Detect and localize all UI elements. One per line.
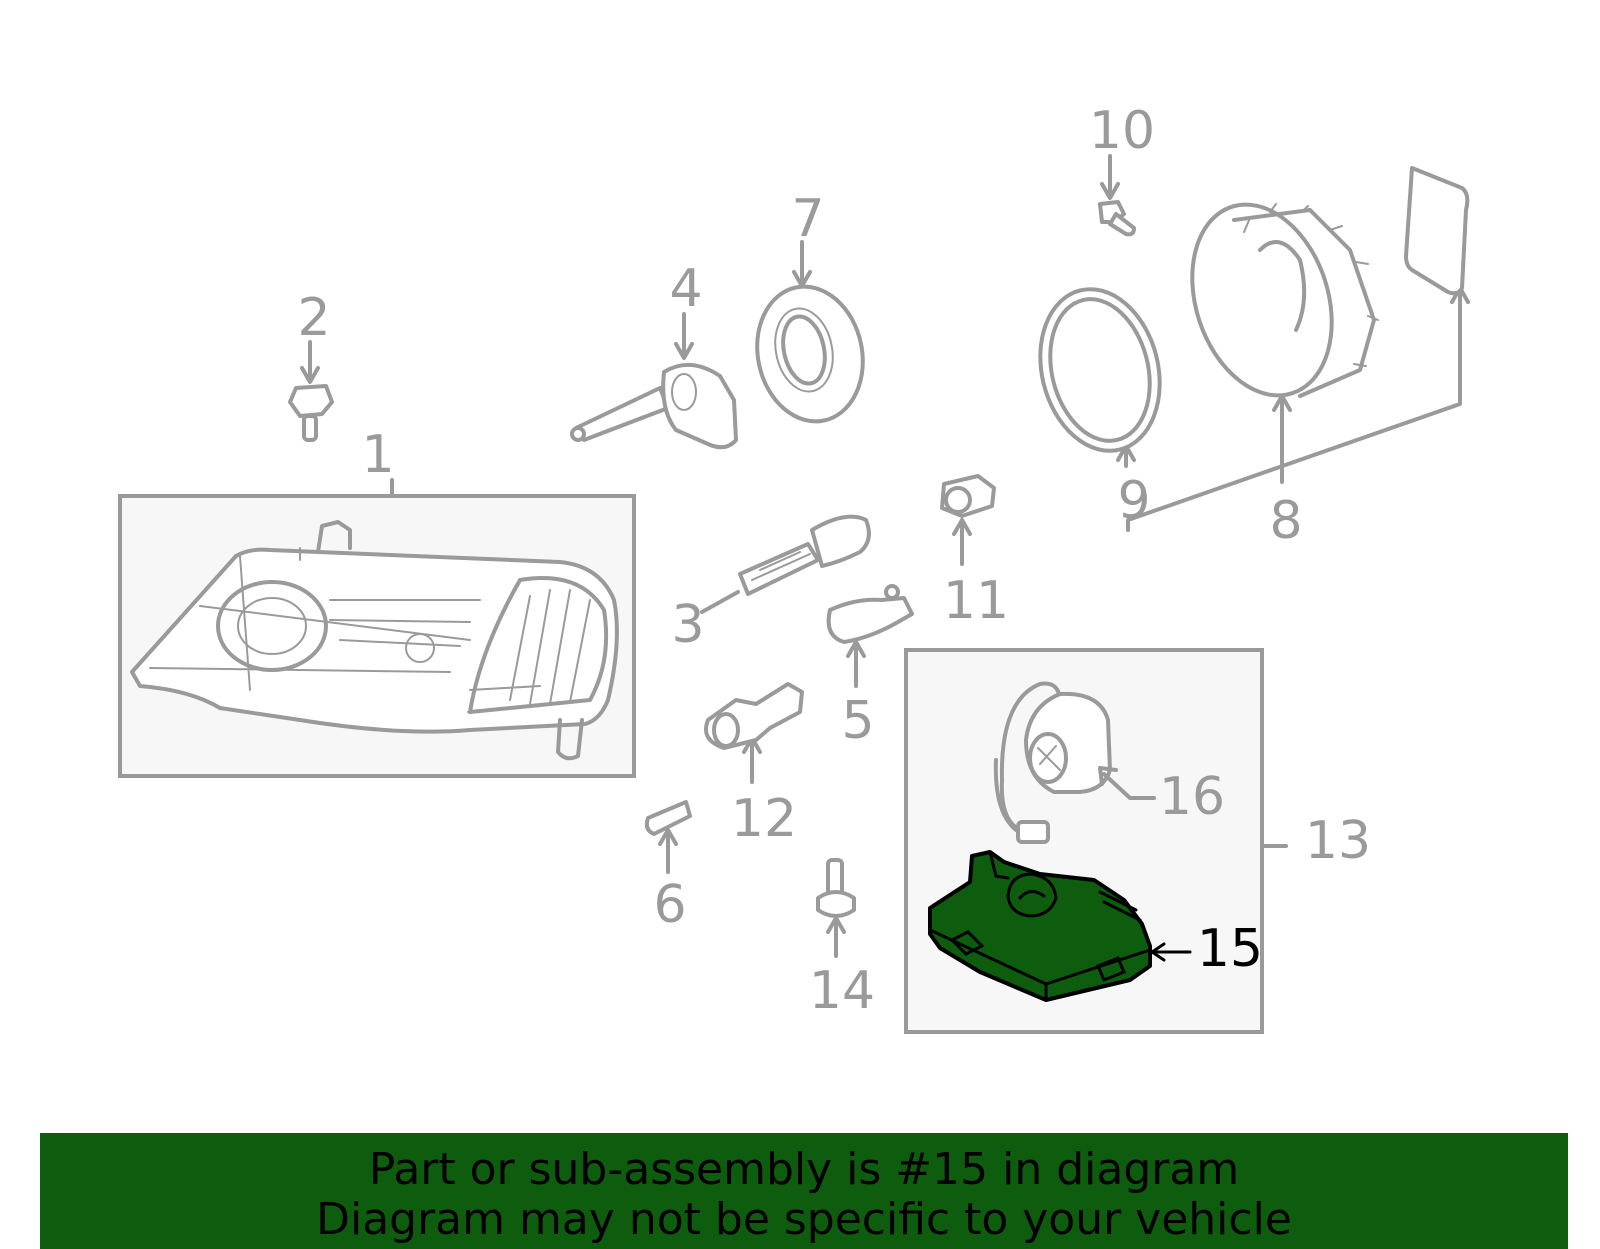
hid-bulb-icon[interactable]	[738, 514, 871, 596]
callout-1[interactable]: 1	[361, 425, 394, 485]
callout-6[interactable]: 6	[653, 875, 686, 935]
seal-ring-icon[interactable]	[1024, 276, 1176, 463]
callout-7[interactable]: 7	[791, 189, 824, 249]
turn-signal-socket-icon[interactable]	[704, 682, 804, 750]
screw-icon[interactable]	[1098, 200, 1136, 237]
dust-cover-icon[interactable]	[745, 277, 875, 432]
info-banner: Part or sub-assembly is #15 in diagram D…	[40, 1133, 1568, 1249]
callout-5[interactable]: 5	[841, 691, 874, 751]
banner-line-2: Diagram may not be specific to your vehi…	[316, 1194, 1292, 1245]
leader-3	[700, 590, 740, 614]
callout-16[interactable]: 16	[1159, 767, 1225, 827]
callout-15[interactable]: 15	[1197, 919, 1263, 979]
callout-9[interactable]: 9	[1117, 471, 1150, 531]
socket-cap-icon[interactable]	[1169, 186, 1379, 413]
callout-2[interactable]: 2	[297, 288, 330, 348]
gasket-icon	[1404, 166, 1470, 296]
callout-14[interactable]: 14	[809, 961, 875, 1021]
halogen-bulb-icon[interactable]	[570, 363, 738, 450]
callout-3[interactable]: 3	[671, 595, 704, 655]
callout-13[interactable]: 13	[1305, 811, 1371, 871]
socket-icon[interactable]	[644, 800, 692, 836]
banner-line-1: Part or sub-assembly is #15 in diagram	[368, 1144, 1240, 1195]
headlamp-assembly-icon[interactable]	[130, 520, 619, 761]
wedge-bulb-icon[interactable]	[826, 584, 914, 644]
callout-8[interactable]: 8	[1269, 491, 1302, 551]
callout-11[interactable]: 11	[943, 571, 1009, 631]
bolt-icon[interactable]	[816, 858, 856, 918]
leader-16	[1102, 772, 1156, 800]
callout-4[interactable]: 4	[669, 259, 702, 319]
callout-12[interactable]: 12	[731, 789, 797, 849]
igniter-icon[interactable]	[993, 681, 1112, 844]
clip-icon[interactable]	[288, 384, 334, 442]
side-marker-socket-icon[interactable]	[940, 474, 996, 518]
ballast-icon[interactable]	[928, 850, 1152, 1002]
callout-10[interactable]: 10	[1089, 101, 1155, 161]
bracket-8-9	[1126, 292, 1462, 532]
